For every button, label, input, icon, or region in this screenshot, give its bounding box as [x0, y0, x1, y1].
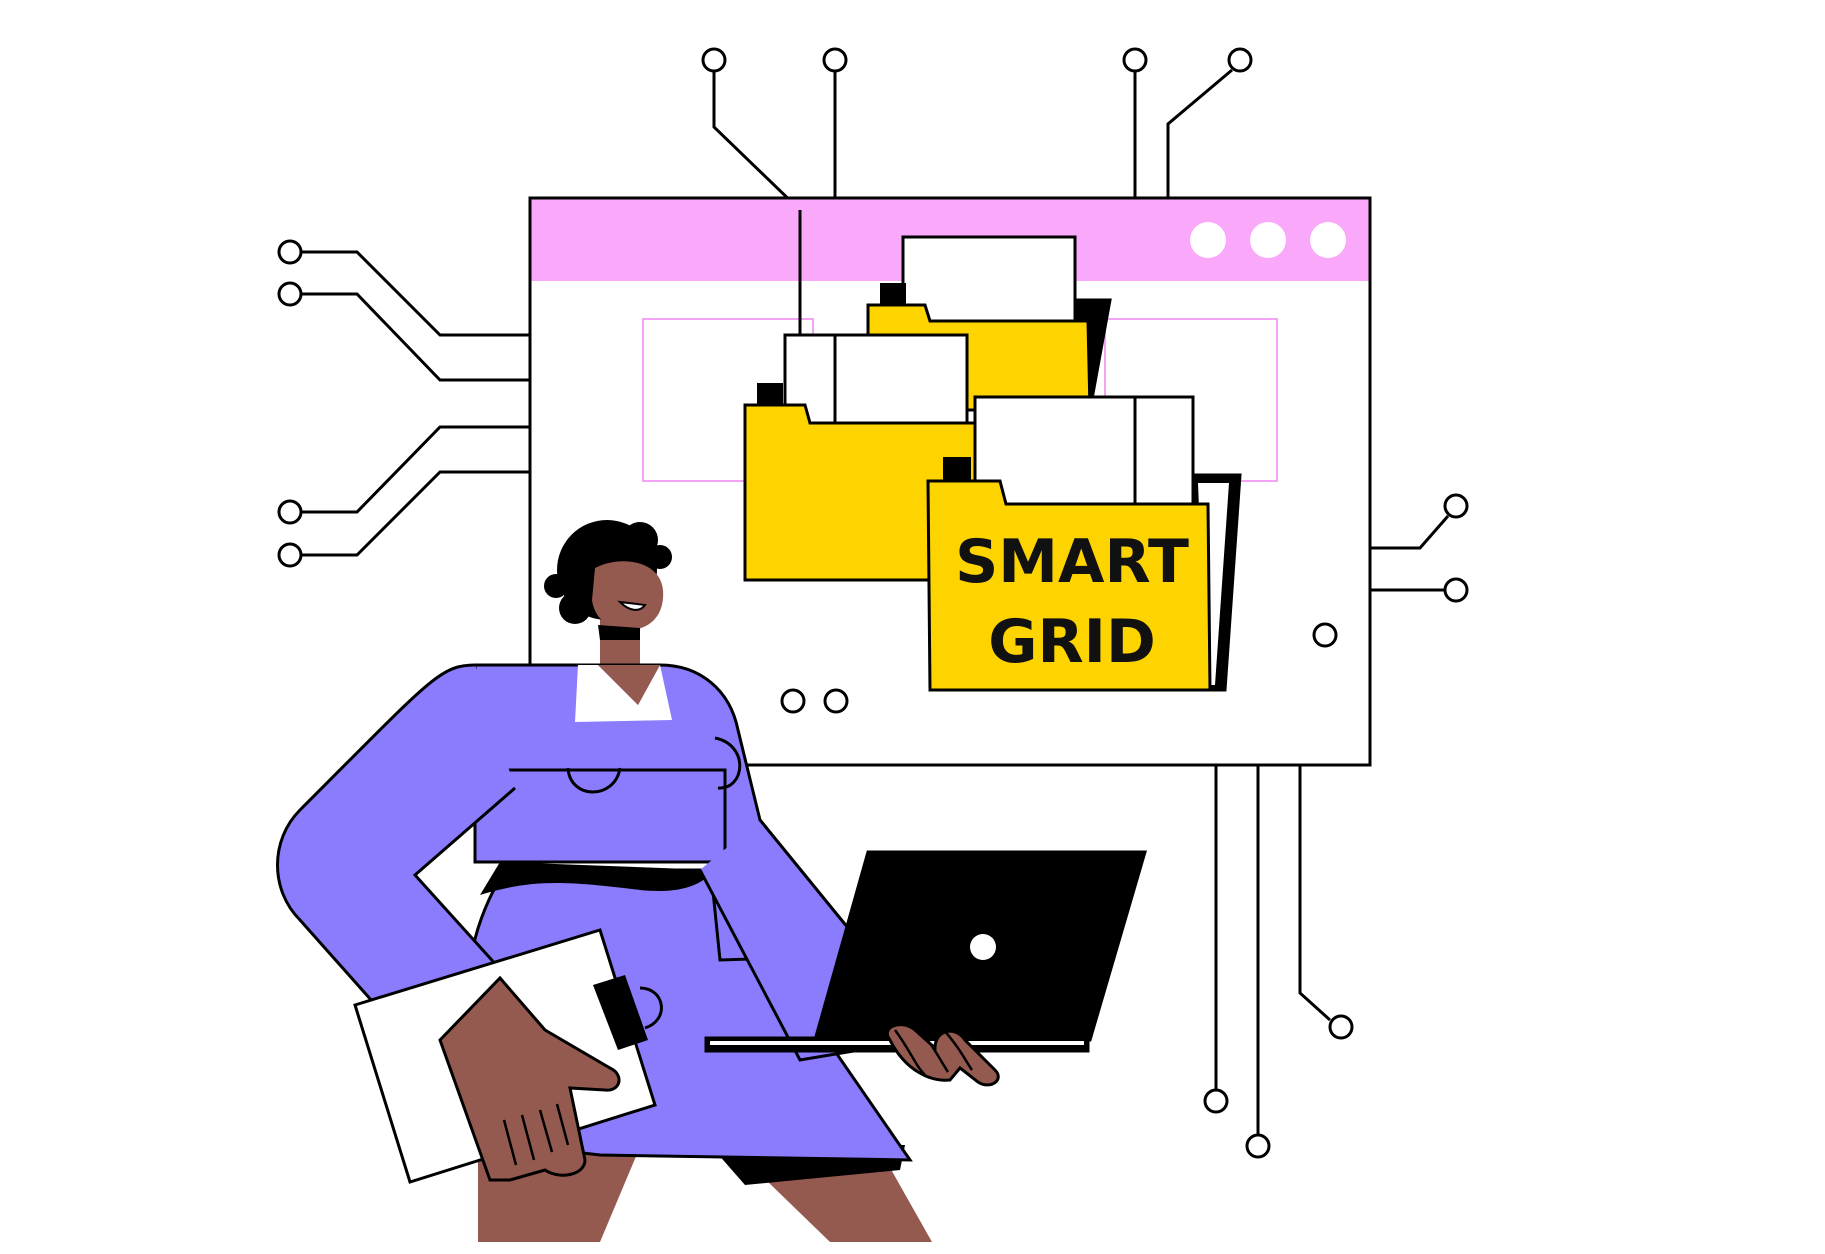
- person-collar: [575, 665, 672, 722]
- clipboard-ring: [639, 986, 663, 1030]
- terminal-dot: [1443, 493, 1469, 519]
- circuit-line: [300, 292, 530, 382]
- folder-tab-black: [880, 283, 906, 305]
- terminal-dot: [701, 47, 727, 73]
- window-dot: [1250, 222, 1286, 258]
- folder-front: [926, 479, 1212, 692]
- terminal-dot: [1122, 47, 1148, 73]
- window-frame-outline: [528, 196, 1372, 767]
- terminal-dot: [277, 239, 303, 265]
- person-belt: [480, 862, 715, 895]
- terminal-dot: [1328, 1014, 1354, 1040]
- circuit-line: [300, 425, 530, 514]
- person-hair-curl: [648, 545, 672, 569]
- person-fingers: [893, 1027, 974, 1076]
- terminal-dot: [1443, 577, 1469, 603]
- folder-icon: SMART GRID: [926, 395, 1242, 692]
- folder-document: [901, 235, 1077, 334]
- terminal-dot: [277, 499, 303, 525]
- person-smile: [617, 600, 647, 611]
- terminal-dot: [823, 688, 849, 714]
- person-hair-curl: [559, 592, 591, 624]
- person-fingers: [502, 1103, 570, 1166]
- laptop-logo: [970, 934, 996, 960]
- terminal-dot: [822, 47, 848, 73]
- terminal-dot: [1245, 1133, 1271, 1159]
- folder-document: [973, 395, 1195, 509]
- person-face: [592, 561, 664, 630]
- person-chest-curve: [566, 767, 622, 794]
- clipboard-clip: [593, 975, 648, 1050]
- person-hand: [438, 975, 621, 1182]
- window-dot: [1190, 222, 1226, 258]
- folder-tab-black: [757, 383, 783, 405]
- person-hair-curl: [544, 574, 568, 598]
- terminal-dot: [1227, 47, 1253, 73]
- terminal-dot: [1312, 622, 1338, 648]
- terminal-dot: [780, 688, 806, 714]
- folder-tab-black: [943, 457, 971, 481]
- person-illustration: [276, 520, 1148, 1242]
- person-arm: [276, 663, 516, 1058]
- folder-document: [783, 333, 969, 427]
- window-dots: [1190, 222, 1346, 258]
- person-hair-curl: [622, 522, 658, 558]
- terminal-dot: [277, 542, 303, 568]
- folder-label-line1: SMART: [955, 527, 1189, 597]
- person-collar-v: [598, 665, 660, 705]
- circuit-terminals: [277, 47, 1469, 1159]
- person-shoulder-curve: [714, 736, 742, 790]
- window-dot: [1310, 222, 1346, 258]
- person-torso-block: [473, 768, 727, 864]
- circuit-line: [300, 250, 530, 337]
- folder-icon: [743, 333, 982, 582]
- folder-label-line2: GRID: [988, 607, 1156, 677]
- terminal-dot: [1203, 1088, 1229, 1114]
- person-chin-shadow: [598, 625, 640, 640]
- circuit-lines: [300, 68, 1450, 1135]
- circuit-line: [300, 470, 530, 557]
- terminal-dot: [277, 281, 303, 307]
- circuit-line: [1298, 765, 1332, 1022]
